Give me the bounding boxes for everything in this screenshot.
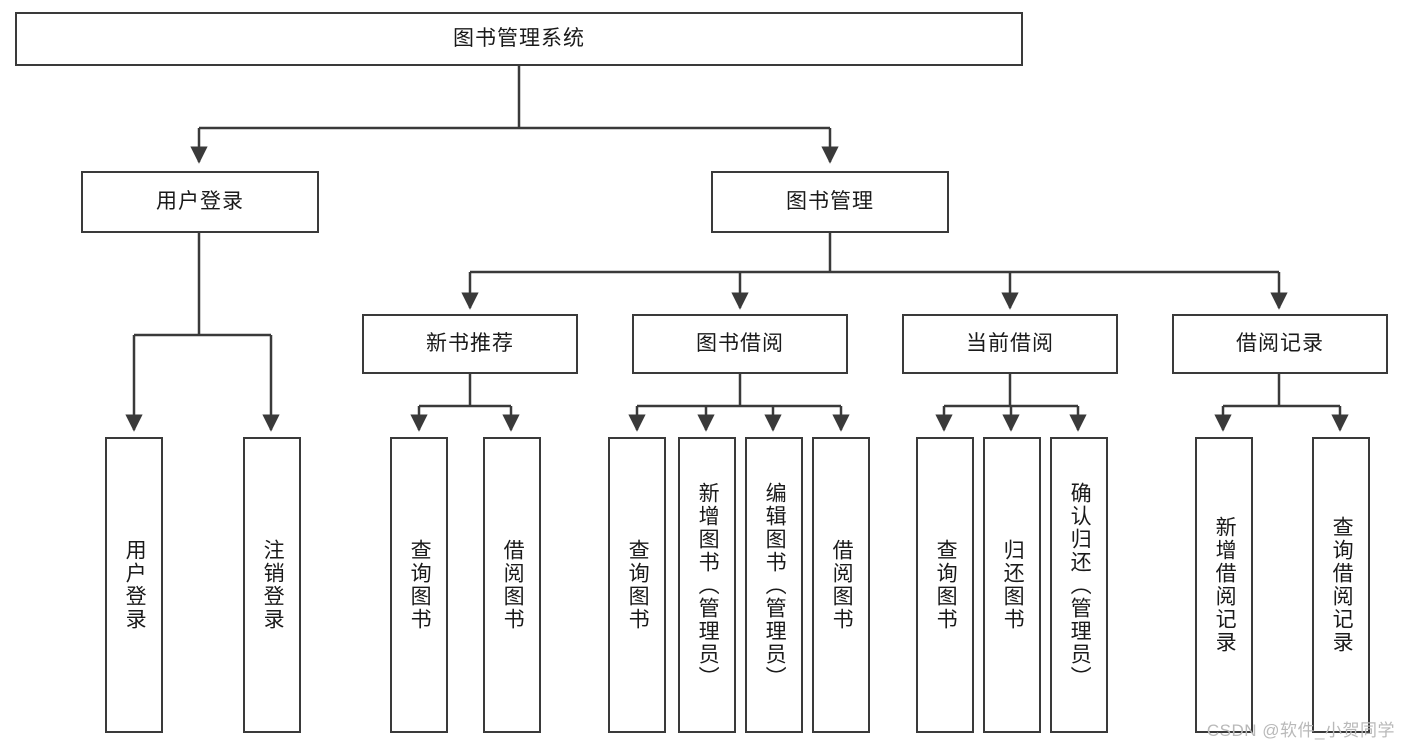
node-leaf-return-book[interactable]: 归还图书 [983, 437, 1041, 733]
node-leaf-borrow-book-2[interactable]: 借阅图书 [812, 437, 870, 733]
node-leaf-user-login[interactable]: 用户登录 [105, 437, 163, 733]
node-root-label: 图书管理系统 [453, 27, 585, 51]
node-borrow-record-label: 借阅记录 [1236, 332, 1324, 356]
node-leaf-logout-label: 注销登录 [261, 539, 285, 631]
node-leaf-confirm-return-label: 确认归还（管理员） [1068, 481, 1092, 689]
node-leaf-borrow-book-1-label: 借阅图书 [501, 539, 525, 631]
node-new-book-recommend[interactable]: 新书推荐 [362, 314, 578, 374]
node-leaf-query-book-3-label: 查询图书 [934, 539, 958, 631]
node-current-borrow[interactable]: 当前借阅 [902, 314, 1118, 374]
node-book-borrow[interactable]: 图书借阅 [632, 314, 848, 374]
node-root-book-management-system[interactable]: 图书管理系统 [15, 12, 1023, 66]
node-leaf-query-book-2-label: 查询图书 [626, 539, 650, 631]
csdn-watermark: CSDN @软件_小贺同学 [1206, 721, 1395, 740]
node-book-manage[interactable]: 图书管理 [711, 171, 949, 233]
node-leaf-add-book-label: 新增图书（管理员） [696, 481, 720, 689]
node-new-book-recommend-label: 新书推荐 [426, 332, 514, 356]
node-leaf-add-book[interactable]: 新增图书（管理员） [678, 437, 736, 733]
node-leaf-query-record-label: 查询借阅记录 [1330, 516, 1354, 654]
node-leaf-edit-book-label: 编辑图书（管理员） [763, 481, 787, 689]
node-leaf-add-record-label: 新增借阅记录 [1213, 516, 1237, 654]
node-leaf-query-book-1[interactable]: 查询图书 [390, 437, 448, 733]
node-leaf-query-book-2[interactable]: 查询图书 [608, 437, 666, 733]
node-leaf-borrow-book-2-label: 借阅图书 [830, 539, 854, 631]
node-current-borrow-label: 当前借阅 [966, 332, 1054, 356]
node-borrow-record[interactable]: 借阅记录 [1172, 314, 1388, 374]
node-leaf-query-record[interactable]: 查询借阅记录 [1312, 437, 1370, 733]
node-user-login-label: 用户登录 [156, 190, 244, 214]
node-leaf-query-book-3[interactable]: 查询图书 [916, 437, 974, 733]
node-leaf-edit-book[interactable]: 编辑图书（管理员） [745, 437, 803, 733]
node-leaf-confirm-return[interactable]: 确认归还（管理员） [1050, 437, 1108, 733]
node-leaf-user-login-label: 用户登录 [123, 539, 147, 631]
node-leaf-query-book-1-label: 查询图书 [408, 539, 432, 631]
node-leaf-add-record[interactable]: 新增借阅记录 [1195, 437, 1253, 733]
node-book-borrow-label: 图书借阅 [696, 332, 784, 356]
node-leaf-return-book-label: 归还图书 [1001, 539, 1025, 631]
node-leaf-logout[interactable]: 注销登录 [243, 437, 301, 733]
node-book-manage-label: 图书管理 [786, 190, 874, 214]
node-leaf-borrow-book-1[interactable]: 借阅图书 [483, 437, 541, 733]
node-user-login[interactable]: 用户登录 [81, 171, 319, 233]
